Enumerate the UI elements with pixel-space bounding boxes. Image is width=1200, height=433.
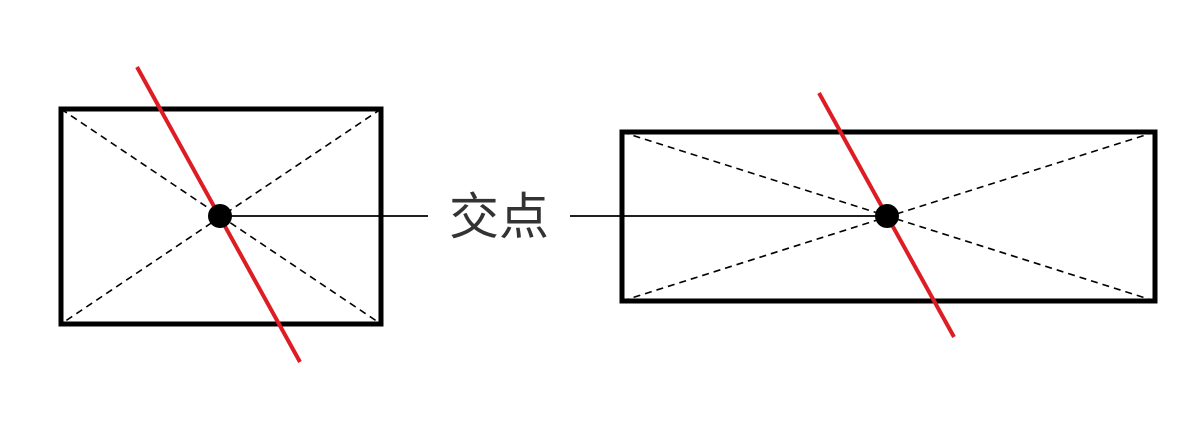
right-rectangle-group — [619, 92, 1158, 338]
intersection-label: 交点 — [449, 188, 549, 246]
left-rectangle-group — [58, 66, 384, 363]
